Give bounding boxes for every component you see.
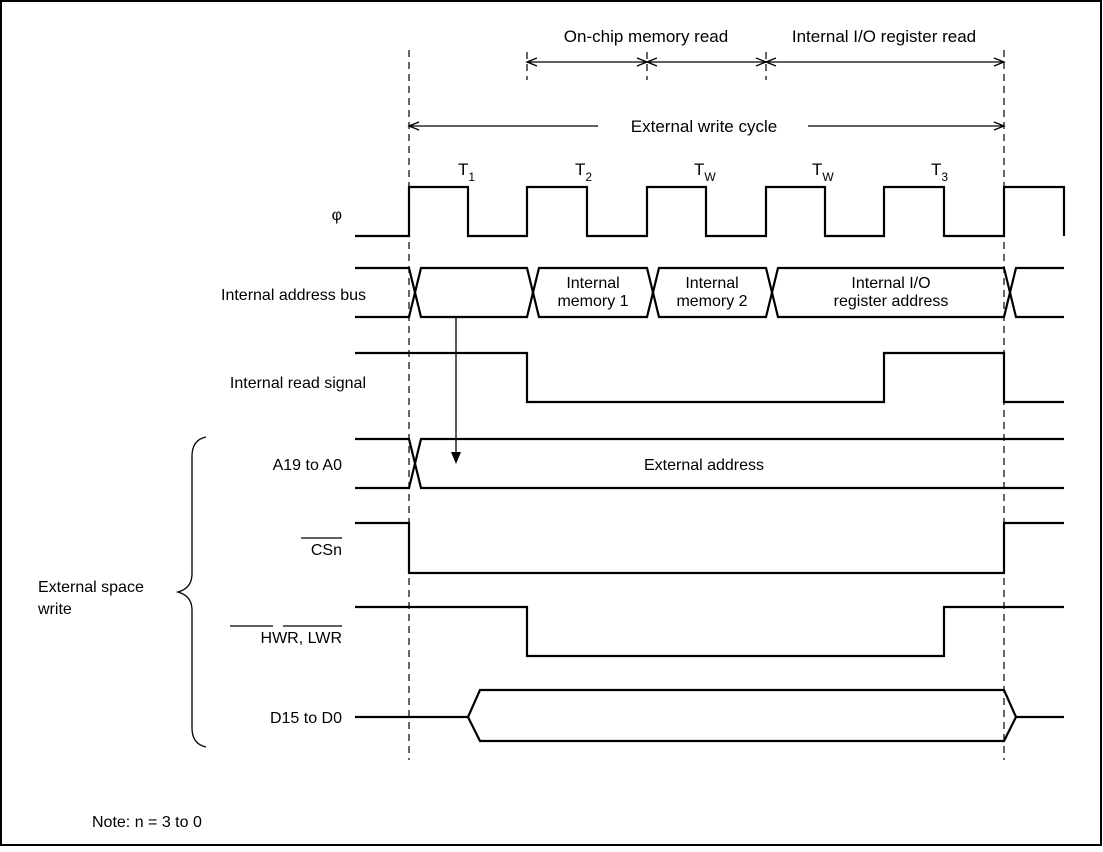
internal-address-bus-label: Internal address bus <box>221 287 366 304</box>
hwr-lwr-label: HWR, LWR <box>261 630 342 647</box>
external-write-cycle-label: External write cycle <box>631 117 777 136</box>
state-tw2-label: TW <box>812 160 834 184</box>
state-t2-label: T2 <box>575 160 592 184</box>
onchip-memory-read-arrows <box>525 57 768 67</box>
io-register-read-arrow <box>764 57 1006 67</box>
hwr-lwr-waveform <box>355 605 1064 658</box>
internal-read-signal-label: Internal read signal <box>230 375 366 392</box>
external-address-value: External address <box>644 457 764 474</box>
a19-to-a0-label: A19 to A0 <box>273 457 342 474</box>
csn-label: CSn <box>311 542 342 559</box>
address-propagation-arrow <box>451 317 461 464</box>
a19-to-a0-waveform <box>355 437 1064 490</box>
io-register-read-label: Internal I/O register read <box>792 27 976 46</box>
external-space-write-brace <box>175 436 207 748</box>
phi-clock-waveform <box>355 185 1066 238</box>
onchip-memory-read-label: On-chip memory read <box>564 27 728 46</box>
internal-address-bus-waveform <box>355 266 1064 319</box>
phi-signal-label: φ <box>332 207 342 224</box>
state-tw1-label: TW <box>694 160 716 184</box>
internal-read-signal-waveform <box>355 351 1064 404</box>
d15-to-d0-label: D15 to D0 <box>270 710 342 727</box>
csn-waveform <box>355 521 1064 575</box>
note-text: Note: n = 3 to 0 <box>92 814 202 831</box>
external-write-cycle-arrow <box>407 121 1006 131</box>
d15-to-d0-waveform <box>355 688 1064 743</box>
state-t1-label: T1 <box>458 160 475 184</box>
state-t3-label: T3 <box>931 160 948 184</box>
